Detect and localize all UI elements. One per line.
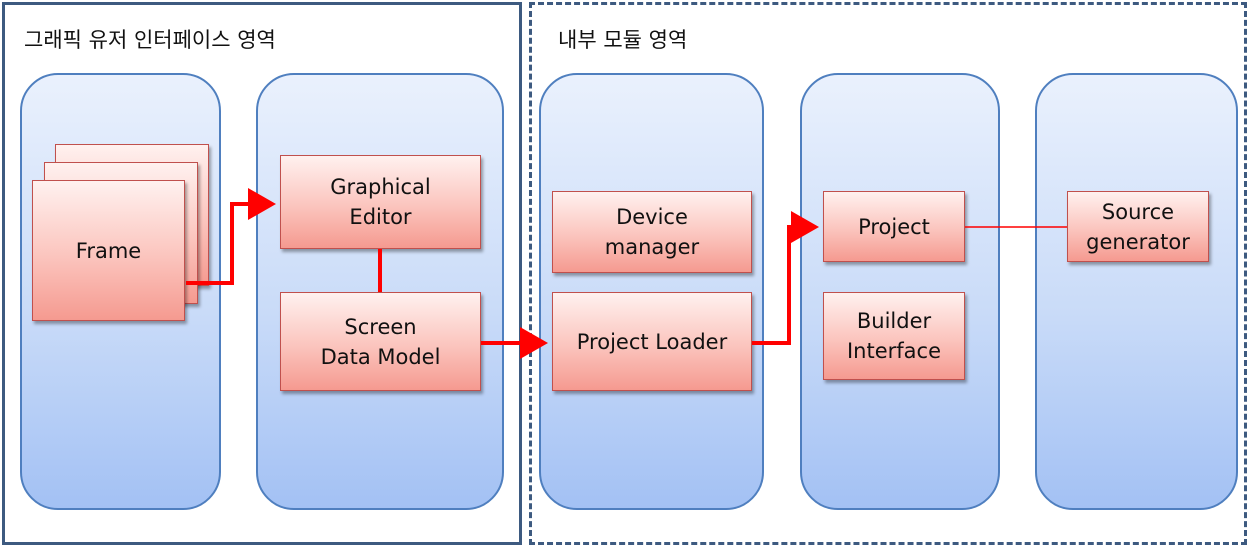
screen-data-model-box: Screen Data Model (280, 292, 481, 391)
frame-box: Frame (32, 180, 185, 321)
project-box: Project (823, 191, 965, 262)
builder-interface-box: Builder Interface (823, 292, 965, 380)
lane-loader (539, 73, 764, 510)
device-manager-box: Device manager (552, 191, 752, 273)
graphical-editor-box: Graphical Editor (280, 155, 481, 249)
gui-region-title: 그래픽 유저 인터페이스 영역 (24, 28, 276, 52)
lane-source (1035, 73, 1238, 510)
source-generator-box: Source generator (1067, 191, 1209, 262)
lane-project (800, 73, 1000, 510)
gui-region (2, 2, 522, 545)
project-loader-box: Project Loader (552, 292, 752, 391)
internal-module-region (529, 2, 1247, 545)
internal-region-title: 내부 모듈 영역 (558, 28, 688, 52)
